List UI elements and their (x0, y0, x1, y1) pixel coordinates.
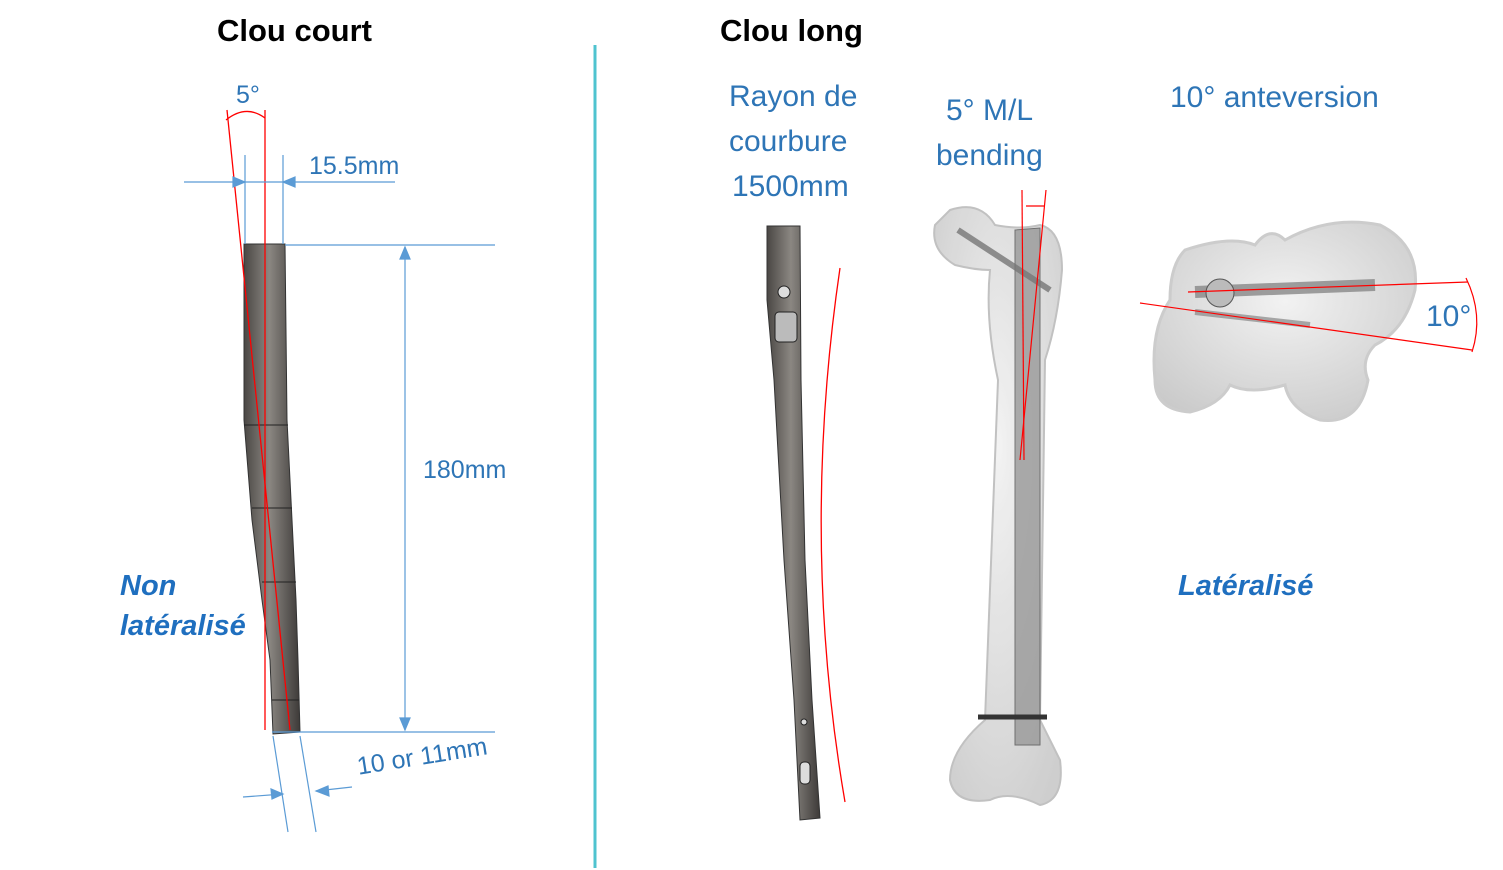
short-nail-image (243, 243, 301, 735)
width-label: 15.5mm (309, 152, 400, 180)
anteversion-label: 10° anteversion (1170, 81, 1379, 114)
short-nail-title: Clou court (217, 13, 372, 48)
non-lateralised-label-2: latéralisé (120, 610, 246, 642)
short-nail-axis-angled (226, 109, 291, 731)
short-nail-segment-lines (244, 424, 299, 701)
angle-arc (225, 110, 266, 121)
bending-label-2: bending (936, 139, 1043, 172)
anteversion-line-1 (1187, 281, 1469, 293)
angle-label: 5° (236, 81, 260, 109)
anteversion-angle-label: 10° (1426, 300, 1472, 333)
lateralised-label: Latéralisé (1178, 570, 1314, 602)
bending-axis-2 (1019, 189, 1047, 461)
dimension-lines (184, 155, 495, 833)
length-label: 180mm (423, 456, 507, 484)
radius-label-3: 1500mm (732, 170, 849, 203)
long-nail-image (766, 225, 821, 821)
bending-axis-1 (1021, 189, 1025, 461)
anteversion-line-2 (1139, 302, 1473, 351)
long-nail-title: Clou long (720, 13, 863, 48)
radius-label-2: courbure (729, 125, 848, 158)
anteversion-arc (1465, 277, 1478, 353)
bending-label-1: 5° M/L (946, 94, 1034, 127)
curvature-arc (820, 267, 846, 803)
radius-label-1: Rayon de (729, 80, 858, 113)
non-lateralised-label-1: Non (120, 570, 177, 602)
